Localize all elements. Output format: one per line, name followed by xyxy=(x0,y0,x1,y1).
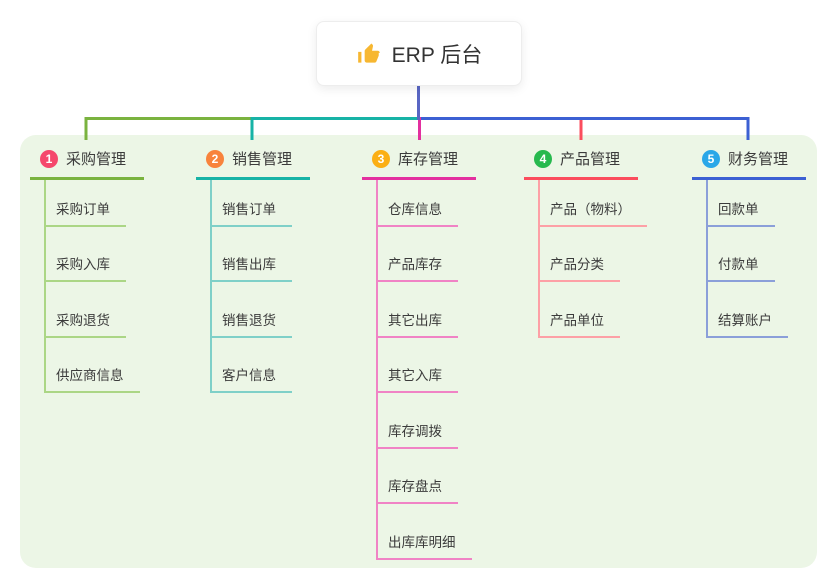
node-other-inbound[interactable]: 其它入库 xyxy=(376,351,458,393)
node-product-category[interactable]: 产品分类 xyxy=(538,240,620,282)
node-outbound-detail[interactable]: 出库库明细 xyxy=(376,518,472,560)
node-sales-order[interactable]: 销售订单 xyxy=(210,185,292,227)
node-settlement-account[interactable]: 结算账户 xyxy=(706,296,788,338)
branch-child-line xyxy=(538,180,540,338)
root-title: ERP 后台 xyxy=(391,43,483,67)
branch-label: 库存管理 xyxy=(398,151,459,168)
node-payment-form[interactable]: 付款单 xyxy=(706,240,775,282)
branch-product: 4 产品管理 产品（物料） 产品分类 产品单位 xyxy=(524,140,647,338)
branch-sales-header[interactable]: 2 销售管理 xyxy=(196,140,311,180)
branch-number-badge: 5 xyxy=(702,149,720,168)
branch-child-line xyxy=(376,180,378,560)
branch-label: 产品管理 xyxy=(560,151,621,168)
branch-inventory-header[interactable]: 3 库存管理 xyxy=(362,140,477,180)
node-stock-transfer[interactable]: 库存调拨 xyxy=(376,407,458,449)
branch-purchase-header[interactable]: 1 采购管理 xyxy=(30,140,145,180)
branch-number-badge: 3 xyxy=(372,149,390,168)
branch4-connector xyxy=(419,117,583,140)
branch-sales: 2 销售管理 销售订单 销售出库 销售退货 客户信息 xyxy=(196,140,311,393)
node-purchase-return[interactable]: 采购退货 xyxy=(44,296,126,338)
node-warehouse-info[interactable]: 仓库信息 xyxy=(376,185,458,227)
node-product-material[interactable]: 产品（物料） xyxy=(538,185,647,227)
branch-number-badge: 2 xyxy=(206,149,224,168)
node-receipt-form[interactable]: 回款单 xyxy=(706,185,775,227)
thumbs-up-icon xyxy=(357,42,380,63)
branch-inventory: 3 库存管理 仓库信息 产品库存 其它出库 其它入库 库存调拨 库存盘点 出库库… xyxy=(362,140,477,560)
branch-number-badge: 1 xyxy=(40,149,58,168)
branch-child-line xyxy=(706,180,708,338)
branch-label: 采购管理 xyxy=(66,151,127,168)
branch-product-header[interactable]: 4 产品管理 xyxy=(524,140,639,180)
branch-child-line xyxy=(210,180,212,393)
node-other-outbound[interactable]: 其它出库 xyxy=(376,296,458,338)
branch5-connector xyxy=(419,117,750,140)
node-supplier-info[interactable]: 供应商信息 xyxy=(44,351,140,393)
node-customer-info[interactable]: 客户信息 xyxy=(210,351,292,393)
branch-child-line xyxy=(44,180,46,393)
root-node-erp[interactable]: ERP 后台 xyxy=(316,21,522,86)
branch-purchase: 1 采购管理 采购订单 采购入库 采购退货 供应商信息 xyxy=(30,140,145,393)
branch-finance-header[interactable]: 5 财务管理 xyxy=(692,140,807,180)
node-stock-count[interactable]: 库存盘点 xyxy=(376,462,458,504)
node-sales-return[interactable]: 销售退货 xyxy=(210,296,292,338)
branch-label: 销售管理 xyxy=(232,151,293,168)
branch-number-badge: 4 xyxy=(534,149,552,168)
node-purchase-order[interactable]: 采购订单 xyxy=(44,185,126,227)
node-purchase-inbound[interactable]: 采购入库 xyxy=(44,240,126,282)
node-product-unit[interactable]: 产品单位 xyxy=(538,296,620,338)
node-sales-outbound[interactable]: 销售出库 xyxy=(210,240,292,282)
node-product-stock[interactable]: 产品库存 xyxy=(376,240,458,282)
branch-label: 财务管理 xyxy=(728,151,789,168)
mindmap-canvas xyxy=(20,135,817,568)
branch2-connector xyxy=(250,117,419,140)
branch-finance: 5 财务管理 回款单 付款单 结算账户 xyxy=(692,140,807,338)
